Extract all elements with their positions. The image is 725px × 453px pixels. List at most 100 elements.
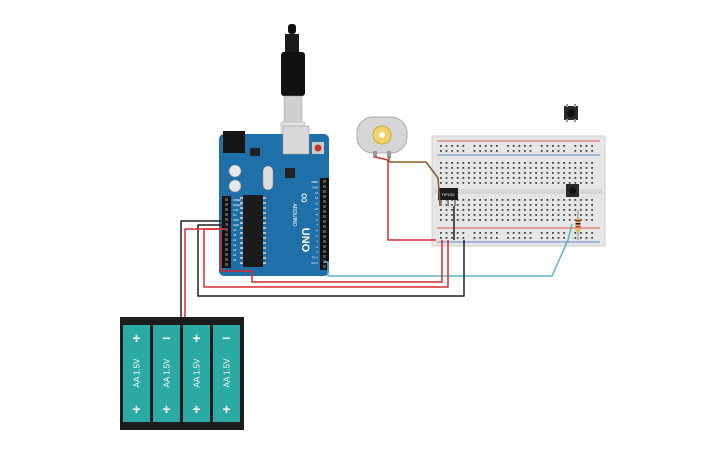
breadboard-hole[interactable] <box>451 162 453 164</box>
header-pin[interactable] <box>225 253 228 256</box>
breadboard-hole[interactable] <box>518 145 521 147</box>
breadboard-hole[interactable] <box>462 172 465 174</box>
breadboard-hole[interactable] <box>518 167 521 169</box>
breadboard-hole[interactable] <box>507 172 509 174</box>
breadboard-hole[interactable] <box>591 209 593 211</box>
breadboard-hole[interactable] <box>585 150 588 152</box>
header-pin[interactable] <box>225 218 228 221</box>
header-pin[interactable] <box>323 180 326 183</box>
breadboard-hole[interactable] <box>496 219 498 221</box>
breadboard-hole[interactable] <box>462 167 465 169</box>
breadboard-hole[interactable] <box>479 167 481 169</box>
breadboard-hole[interactable] <box>580 204 582 206</box>
breadboard-hole[interactable] <box>512 150 515 152</box>
breadboard-hole[interactable] <box>557 204 560 206</box>
breadboard-hole[interactable] <box>540 204 543 206</box>
breadboard-hole[interactable] <box>574 237 577 239</box>
breadboard-hole[interactable] <box>507 177 509 179</box>
breadboard-hole[interactable] <box>484 219 487 221</box>
breadboard-hole[interactable] <box>451 177 453 179</box>
breadboard-hole[interactable] <box>540 177 543 179</box>
digital-header[interactable] <box>320 178 329 270</box>
breadboard-hole[interactable] <box>484 177 487 179</box>
breadboard-hole[interactable] <box>585 172 588 174</box>
breadboard-hole[interactable] <box>591 177 593 179</box>
breadboard-hole[interactable] <box>490 172 493 174</box>
breadboard-hole[interactable] <box>501 219 504 221</box>
breadboard-hole[interactable] <box>479 219 481 221</box>
breadboard-hole[interactable] <box>563 237 565 239</box>
breadboard-hole[interactable] <box>501 182 504 184</box>
breadboard-hole[interactable] <box>546 172 549 174</box>
breadboard-hole[interactable] <box>557 209 560 211</box>
breadboard-hole[interactable] <box>473 219 476 221</box>
breadboard-hole[interactable] <box>440 167 442 169</box>
breadboard-hole[interactable] <box>546 177 549 179</box>
breadboard-hole[interactable] <box>518 237 521 239</box>
breadboard-hole[interactable] <box>591 204 593 206</box>
breadboard-hole[interactable] <box>512 145 515 147</box>
breadboard-hole[interactable] <box>479 172 481 174</box>
breadboard-hole[interactable] <box>456 204 459 206</box>
breadboard-hole[interactable] <box>529 145 532 147</box>
breadboard-hole[interactable] <box>490 237 493 239</box>
breadboard-hole[interactable] <box>591 219 593 221</box>
breadboard-hole[interactable] <box>462 214 465 216</box>
breadboard-hole[interactable] <box>574 182 577 184</box>
breadboard-hole[interactable] <box>479 204 481 206</box>
breadboard-hole[interactable] <box>574 219 577 221</box>
breadboard-hole[interactable] <box>468 177 470 179</box>
breadboard-hole[interactable] <box>585 232 588 234</box>
breadboard-hole[interactable] <box>563 214 565 216</box>
breadboard-hole[interactable] <box>468 214 470 216</box>
breadboard-hole[interactable] <box>496 150 498 152</box>
breadboard-hole[interactable] <box>440 150 442 152</box>
dc-motor[interactable] <box>356 116 408 158</box>
breadboard-hole[interactable] <box>451 214 453 216</box>
breadboard-hole[interactable] <box>496 204 498 206</box>
breadboard-hole[interactable] <box>462 204 465 206</box>
breadboard-hole[interactable] <box>479 199 481 201</box>
header-pin[interactable] <box>225 233 228 236</box>
breadboard-hole[interactable] <box>507 199 509 201</box>
breadboard-hole[interactable] <box>552 167 554 169</box>
breadboard-hole[interactable] <box>540 182 543 184</box>
breadboard-hole[interactable] <box>451 209 453 211</box>
header-pin[interactable] <box>225 238 228 241</box>
breadboard-hole[interactable] <box>468 209 470 211</box>
breadboard-hole[interactable] <box>462 237 465 239</box>
breadboard-hole[interactable] <box>518 204 521 206</box>
breadboard-hole[interactable] <box>529 214 532 216</box>
breadboard-hole[interactable] <box>568 162 571 164</box>
breadboard-hole[interactable] <box>540 172 543 174</box>
breadboard-hole[interactable] <box>473 167 476 169</box>
breadboard-hole[interactable] <box>479 150 481 152</box>
breadboard-hole[interactable] <box>440 237 442 239</box>
header-pin[interactable] <box>323 265 326 268</box>
breadboard-hole[interactable] <box>580 232 582 234</box>
breadboard-hole[interactable] <box>473 182 476 184</box>
breadboard-hole[interactable] <box>591 232 593 234</box>
breadboard-hole[interactable] <box>445 145 448 147</box>
breadboard-hole[interactable] <box>552 199 554 201</box>
breadboard-hole[interactable] <box>563 177 565 179</box>
breadboard-hole[interactable] <box>529 209 532 211</box>
wire-ground-loop[interactable] <box>197 224 465 297</box>
breadboard-hole[interactable] <box>524 209 526 211</box>
breadboard-hole[interactable] <box>552 204 554 206</box>
breadboard-hole[interactable] <box>512 204 515 206</box>
breadboard-hole[interactable] <box>440 177 442 179</box>
breadboard-hole[interactable] <box>473 150 476 152</box>
breadboard-hole[interactable] <box>440 214 442 216</box>
breadboard-hole[interactable] <box>552 145 554 147</box>
breadboard-hole[interactable] <box>535 162 537 164</box>
breadboard-hole[interactable] <box>529 199 532 201</box>
breadboard-hole[interactable] <box>535 172 537 174</box>
breadboard-hole[interactable] <box>518 232 521 234</box>
breadboard-hole[interactable] <box>568 209 571 211</box>
breadboard-hole[interactable] <box>535 199 537 201</box>
header-pin[interactable] <box>323 200 326 203</box>
header-pin[interactable] <box>225 243 228 246</box>
breadboard-hole[interactable] <box>440 172 442 174</box>
battery-pack[interactable]: ++AA 1.5V−+AA 1.5V++AA 1.5V−+AA 1.5V <box>120 317 244 430</box>
